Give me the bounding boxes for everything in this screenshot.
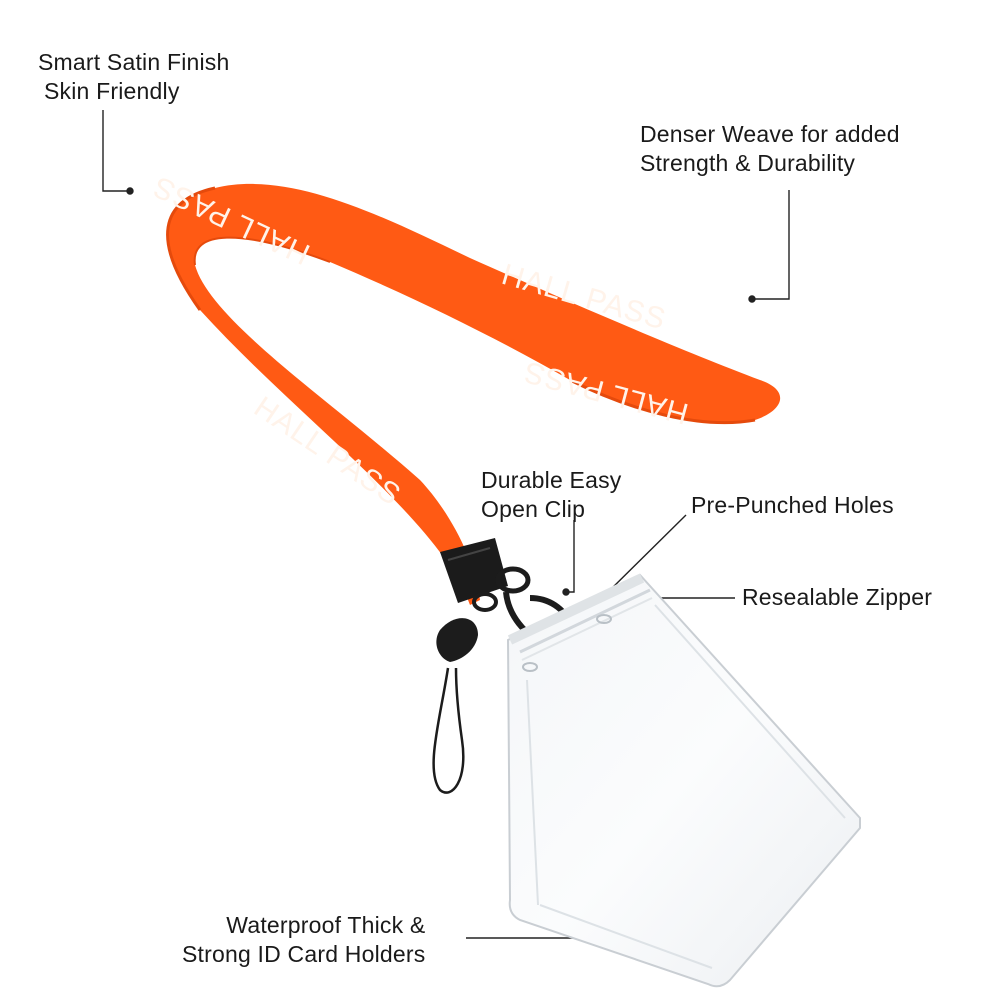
- callout-waterproof-holder: Waterproof Thick & Strong ID Card Holder…: [182, 911, 425, 969]
- callout-holder-line1: Waterproof Thick &: [226, 912, 426, 938]
- callout-holder-line2: Strong ID Card Holders: [182, 941, 426, 967]
- callout-holes-line1: Pre-Punched Holes: [691, 492, 894, 518]
- id-card-holder: [506, 573, 861, 988]
- callout-zipper-line1: Resealable Zipper: [742, 584, 933, 610]
- callout-satin-line2: Skin Friendly: [44, 78, 180, 104]
- lanyard-strap: [166, 183, 781, 606]
- callout-clip: Durable Easy Open Clip: [481, 466, 621, 524]
- callout-satin-finish: Smart Satin Finish Skin Friendly: [38, 48, 230, 106]
- phone-strap: [432, 618, 478, 794]
- callout-weave-line2: Strength & Durability: [640, 150, 856, 176]
- callout-zipper: Resealable Zipper: [742, 583, 932, 612]
- callout-satin-line1: Smart Satin Finish: [38, 49, 230, 75]
- callout-clip-line1: Durable Easy: [481, 467, 622, 493]
- callout-punched-holes: Pre-Punched Holes: [691, 491, 894, 520]
- callout-clip-line2: Open Clip: [481, 496, 586, 522]
- callout-weave-line1: Denser Weave for added: [640, 121, 900, 147]
- callout-dense-weave: Denser Weave for added Strength & Durabi…: [640, 120, 900, 178]
- strap-end-cap: [440, 538, 508, 603]
